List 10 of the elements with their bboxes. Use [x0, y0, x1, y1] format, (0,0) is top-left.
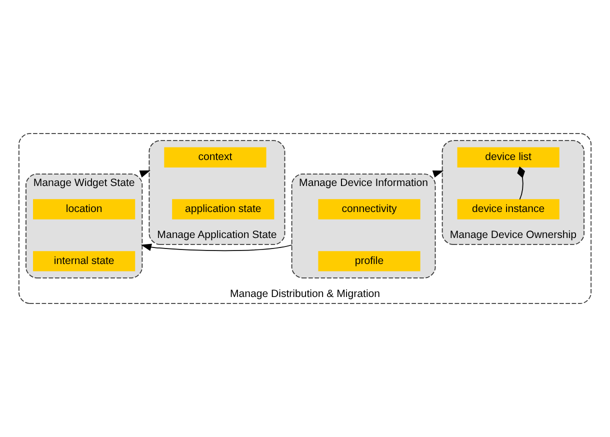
node-box: location: [33, 199, 136, 220]
node-box: profile: [318, 251, 420, 272]
connector: [517, 166, 526, 200]
node-box: application state: [172, 199, 274, 220]
node-box: device list: [457, 147, 560, 168]
node-box: device instance: [457, 199, 560, 220]
node-box: internal state: [33, 251, 136, 272]
arrow: [140, 244, 292, 252]
node-box: connectivity: [318, 199, 420, 220]
node-box: context: [164, 147, 266, 168]
